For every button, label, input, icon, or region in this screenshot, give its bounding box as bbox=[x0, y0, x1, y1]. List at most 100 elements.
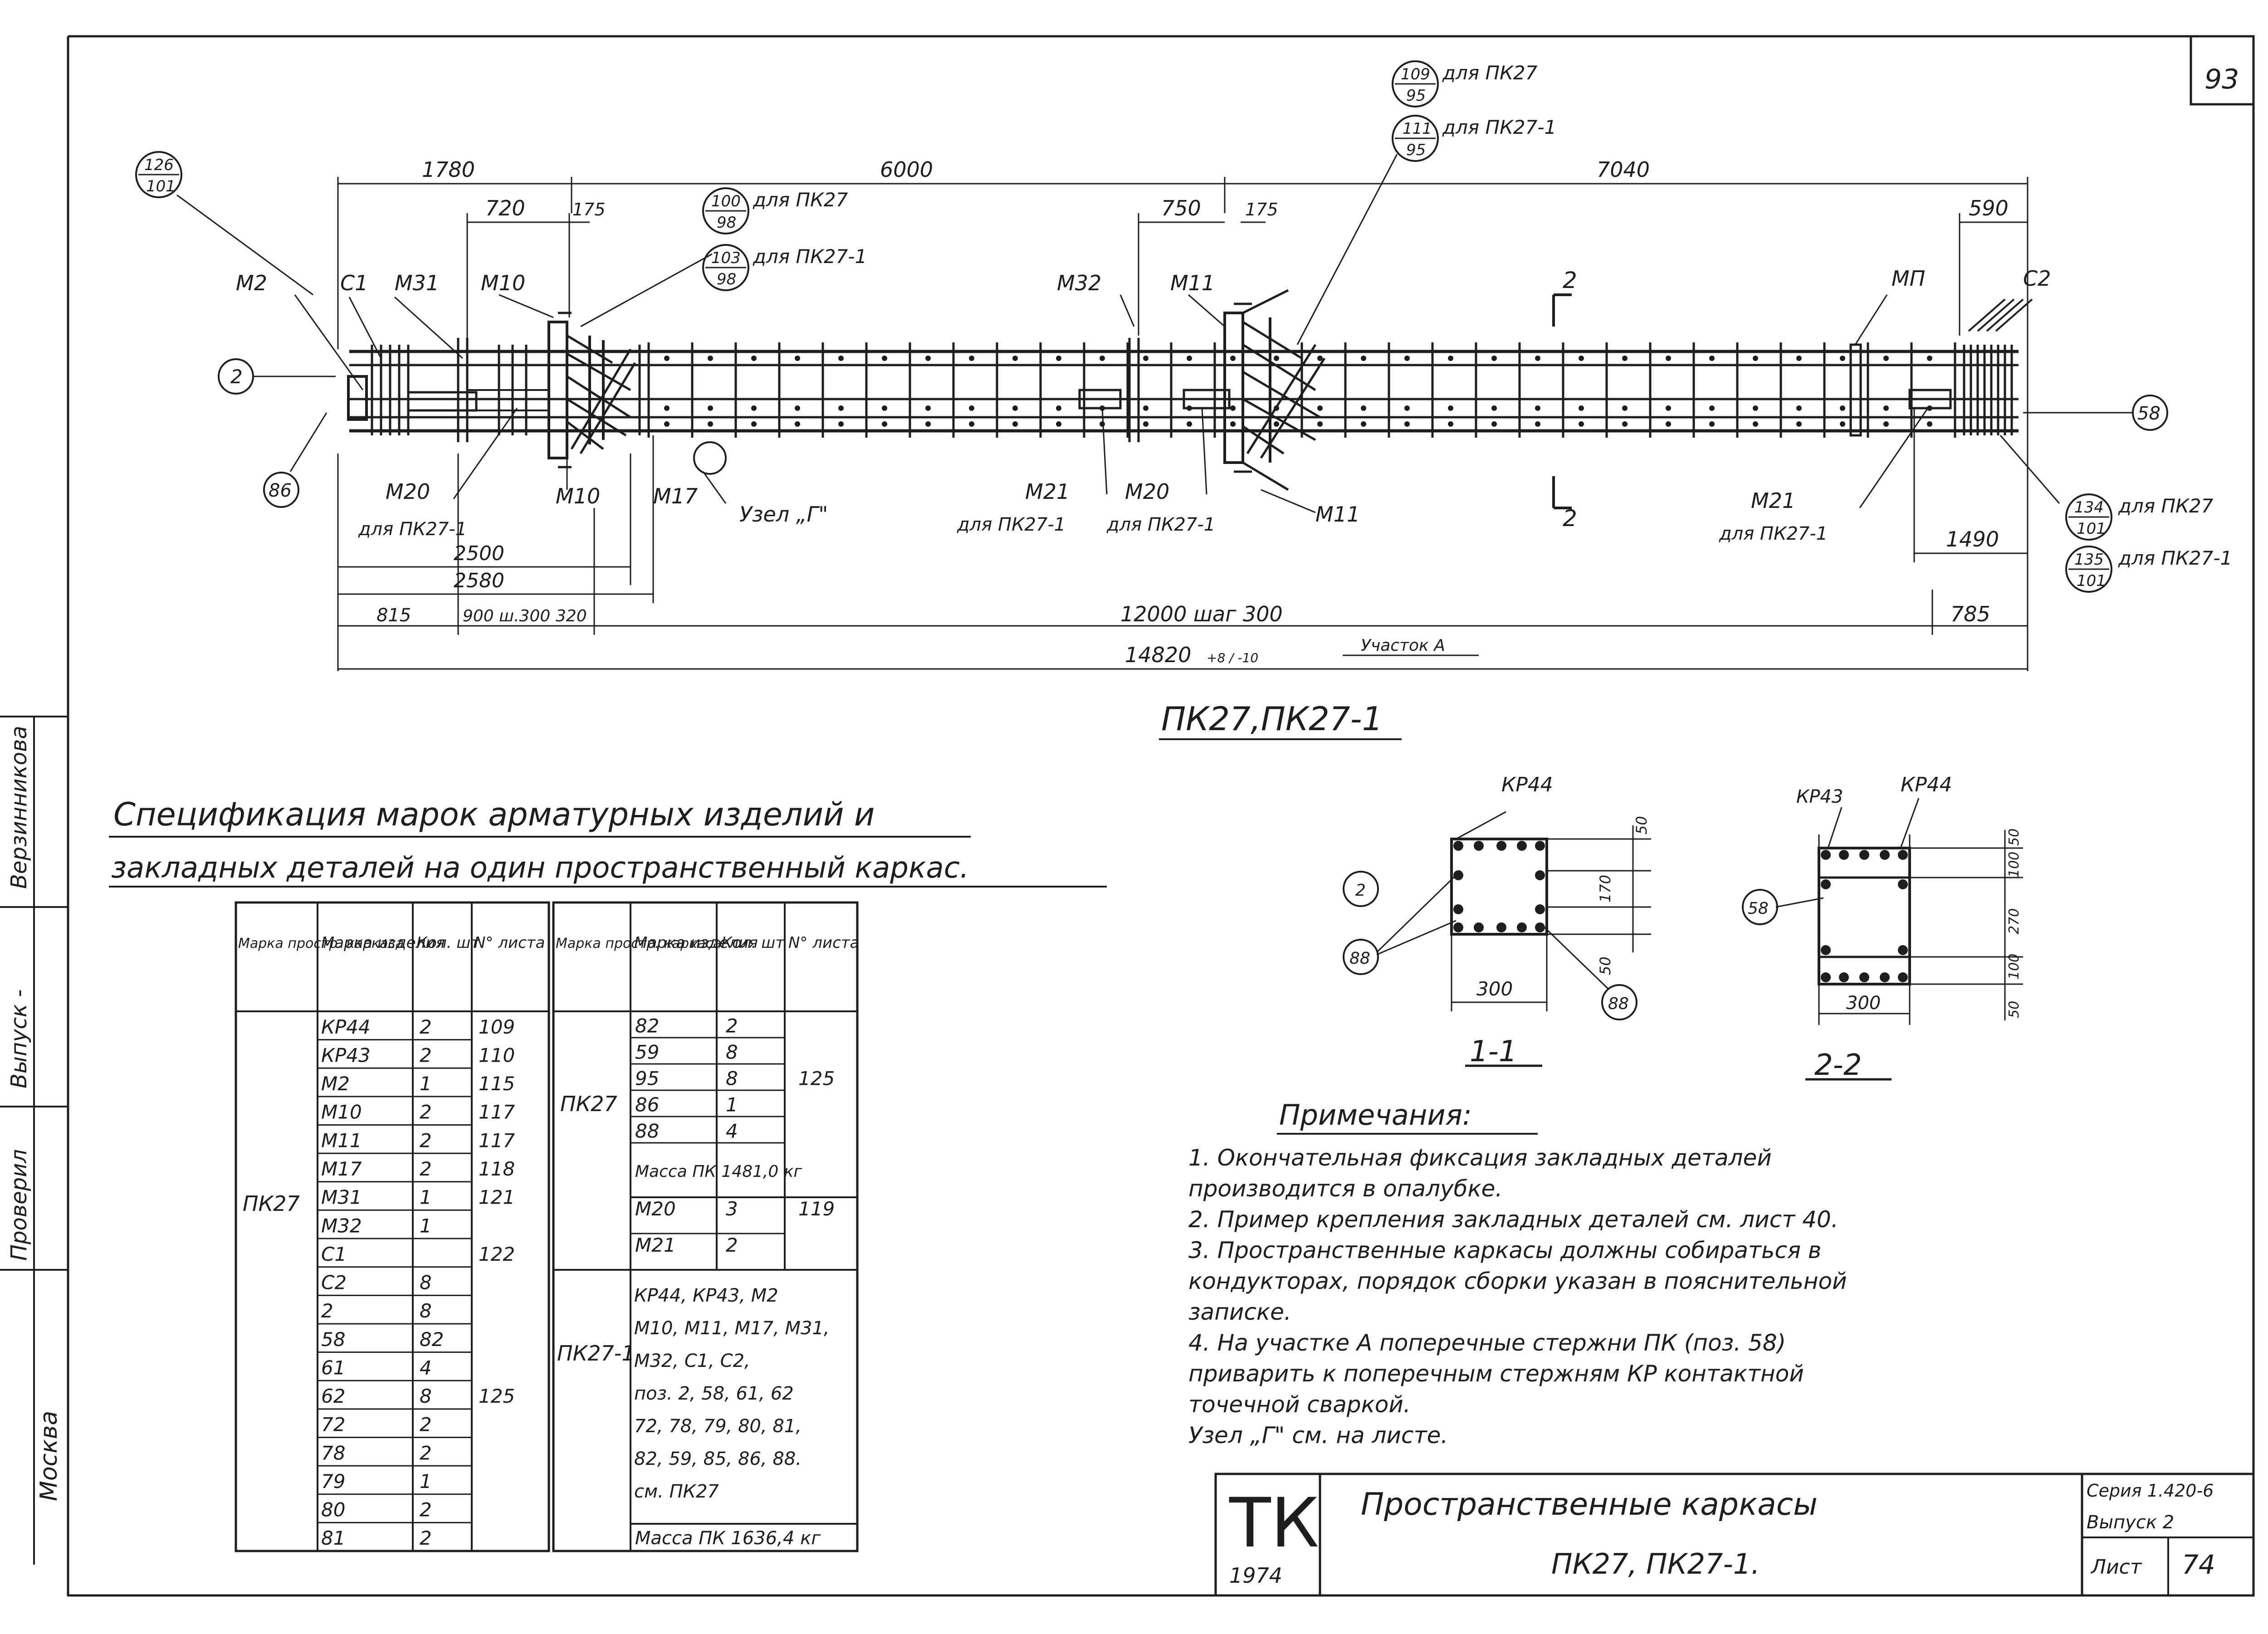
spec-right-cell: 125 bbox=[798, 1067, 835, 1089]
plate-m21-right bbox=[1908, 389, 1952, 410]
spec-left-cell: М2 bbox=[321, 1073, 350, 1095]
transverse-stirrups bbox=[647, 342, 1956, 438]
spec-left-cell: 62 bbox=[321, 1385, 345, 1407]
dimension-lines bbox=[337, 177, 2028, 671]
label-for-pk27-1-left: для ПК27-1 bbox=[358, 519, 467, 540]
weld-dot bbox=[1491, 356, 1497, 361]
spec-left-cell: 58 bbox=[321, 1328, 345, 1351]
weld-dot bbox=[1796, 421, 1802, 427]
spec-left-cell: М32 bbox=[321, 1215, 362, 1237]
weld-dot bbox=[1056, 421, 1061, 427]
circle-95b: 95 bbox=[1406, 141, 1426, 159]
circle-101b: 101 bbox=[2077, 520, 2106, 538]
weld-dot bbox=[1840, 356, 1845, 361]
rebar-dot bbox=[1880, 850, 1890, 860]
spec-right-cell: 1 bbox=[726, 1093, 738, 1116]
note-line: приварить к поперечным стержням КР конта… bbox=[1188, 1361, 1804, 1387]
weld-dot bbox=[882, 405, 887, 411]
weld-dot bbox=[1535, 405, 1540, 411]
rebar-dot bbox=[1898, 850, 1908, 860]
spec-left-header-sheet: N° листа bbox=[474, 934, 545, 952]
spec-left-cell: 8 bbox=[420, 1300, 432, 1322]
note-line: производится в опалубке. bbox=[1188, 1176, 1502, 1202]
rebar-dot bbox=[1453, 870, 1463, 880]
spec-right-cell: 59 bbox=[635, 1041, 659, 1063]
spec-left-cell: 125 bbox=[479, 1385, 515, 1407]
section-1-title: 1-1 bbox=[1470, 1035, 1517, 1068]
weld-dot bbox=[1666, 356, 1671, 361]
spec-left-cell: 2 bbox=[321, 1300, 333, 1322]
weld-dot bbox=[795, 356, 800, 361]
rebar-dot bbox=[1839, 972, 1849, 982]
end-plate-left bbox=[347, 375, 368, 421]
weld-dot bbox=[664, 405, 670, 411]
weld-dot bbox=[1883, 356, 1889, 361]
spec-left-cell: М31 bbox=[321, 1186, 362, 1209]
dim-7040: 7040 bbox=[1597, 157, 1650, 182]
weld-dot bbox=[1622, 356, 1628, 361]
dim-6000: 6000 bbox=[880, 157, 933, 182]
dim-320: 320 bbox=[556, 607, 587, 625]
spec-left-cell: 79 bbox=[321, 1470, 345, 1493]
dim-2500: 2500 bbox=[454, 542, 504, 565]
spec-left-cell: 2 bbox=[420, 1129, 432, 1151]
weld-dot bbox=[969, 405, 974, 411]
circle-109: 109 bbox=[1401, 65, 1430, 83]
stamp-logo: ТК bbox=[1229, 1484, 1319, 1563]
circle-86: 86 bbox=[269, 480, 292, 501]
dim-750: 750 bbox=[1161, 196, 1201, 220]
anchor-plate-m10 bbox=[547, 312, 641, 468]
spec-left-cell: 2 bbox=[420, 1044, 432, 1066]
spec-right-cell: 95 bbox=[635, 1067, 659, 1089]
section-mark-2-2 bbox=[1552, 293, 1572, 509]
weld-dot bbox=[1796, 405, 1802, 411]
spec-right-text-line: М10, М11, М17, М31, bbox=[634, 1318, 830, 1339]
weld-dot bbox=[1579, 421, 1584, 427]
weld-dot bbox=[1012, 405, 1018, 411]
weld-dot bbox=[1317, 405, 1323, 411]
rebar-dot bbox=[1496, 922, 1506, 932]
spec-right-cell: 2 bbox=[726, 1015, 738, 1037]
plate-m20 bbox=[1183, 389, 1231, 410]
rebar-dot bbox=[1821, 850, 1831, 860]
weld-dot bbox=[925, 405, 931, 411]
label-for-pk27-134: для ПК27 bbox=[2118, 495, 2214, 517]
spec-left-cell: 82 bbox=[420, 1328, 444, 1351]
weld-dot bbox=[969, 421, 974, 427]
spec-right-cell: 8 bbox=[726, 1067, 738, 1089]
label-m31: М31 bbox=[395, 271, 439, 295]
spec-left-cell: 2 bbox=[420, 1527, 432, 1549]
spec-left-cell: 4 bbox=[420, 1356, 432, 1379]
section-1-circle-3: 2 bbox=[1355, 881, 1366, 900]
rebar-dot bbox=[1453, 922, 1463, 932]
sheet-frame: 93 bbox=[0, 35, 2255, 1597]
spec-left-header-item: Марка изделия bbox=[321, 934, 445, 952]
spec-left-cell: 2 bbox=[420, 1414, 432, 1436]
section-2-circle: 58 bbox=[1748, 899, 1769, 918]
rebar-dot bbox=[1453, 904, 1463, 914]
circle-135: 135 bbox=[2074, 551, 2104, 569]
circle-111: 111 bbox=[1403, 120, 1432, 138]
label-m2: М2 bbox=[236, 271, 267, 295]
rebar-dot bbox=[1859, 850, 1869, 860]
rebar-dot bbox=[1880, 972, 1890, 982]
weld-dot bbox=[1753, 356, 1758, 361]
label-c1: С1 bbox=[340, 271, 368, 295]
weld-dot bbox=[838, 405, 844, 411]
weld-dot bbox=[1840, 405, 1845, 411]
label-c2: С2 bbox=[2023, 266, 2051, 291]
circle-126: 126 bbox=[144, 156, 174, 174]
stamp-sheet-number: 74 bbox=[2182, 1549, 2215, 1580]
spec-right-cell: 88 bbox=[635, 1120, 659, 1142]
spec-right-text-line: 72, 78, 79, 80, 81, bbox=[634, 1416, 802, 1437]
note-line: 2. Пример крепления закладных деталей см… bbox=[1188, 1206, 1838, 1233]
weld-dot bbox=[1883, 421, 1889, 427]
spec-left-cell: 8 bbox=[420, 1385, 432, 1407]
weld-dot bbox=[1709, 405, 1715, 411]
spec-right-mass-2: Масса ПК 1636,4 кг bbox=[635, 1528, 821, 1549]
spec-right-cell: 8 bbox=[726, 1041, 738, 1063]
spec-left-cell: С2 bbox=[321, 1272, 347, 1294]
weld-dot bbox=[751, 405, 757, 411]
weld-dot bbox=[708, 421, 713, 427]
note-line: точечной сваркой. bbox=[1188, 1391, 1411, 1418]
